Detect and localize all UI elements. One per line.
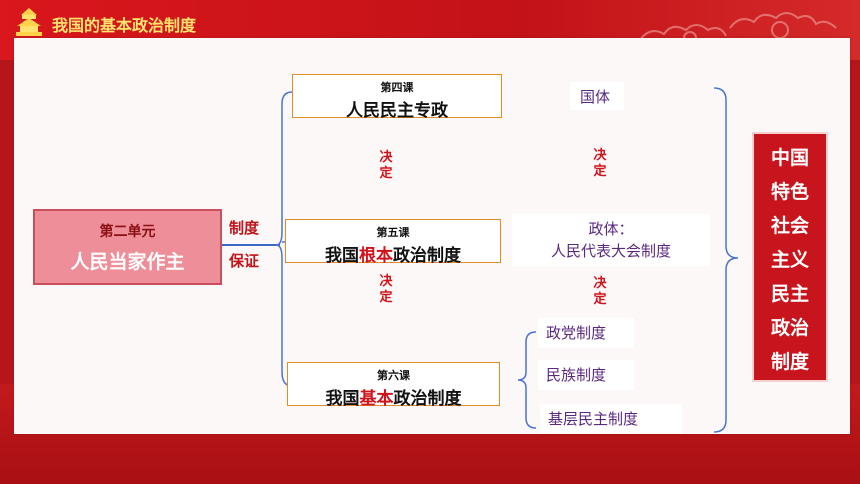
unit-title: 人民当家作主 xyxy=(70,251,185,273)
ethnic-system-label: 民族制度 xyxy=(538,360,634,390)
result-text-line: 中国 xyxy=(770,147,809,169)
lesson-title: 我国基本政治制度 xyxy=(325,389,462,409)
grassroots-system-label: 基层民主制度 xyxy=(540,404,682,434)
lesson-number: 第六课 xyxy=(377,369,410,382)
lesson-number: 第五课 xyxy=(376,226,410,239)
government-system-heading: 政体： xyxy=(588,220,634,238)
result-box: 中国 特色 社会 主义 民主 政治 制度 xyxy=(752,132,828,382)
lesson-four-box: 第四课 人民民主专政 xyxy=(292,74,502,121)
result-text-line: 政治 xyxy=(770,317,809,339)
result-text-line: 制度 xyxy=(770,351,809,373)
lesson-number: 第四课 xyxy=(380,81,414,94)
unit-number: 第二单元 xyxy=(99,224,156,240)
government-system-box: 政体： 人民代表大会制度 xyxy=(512,214,710,266)
state-system-label: 国体 xyxy=(570,82,624,110)
system-label: 制度 xyxy=(229,219,260,237)
unit-box: 第二单元 人民当家作主 xyxy=(33,209,222,285)
result-text-line: 主义 xyxy=(770,249,809,271)
lesson-six-box: 第六课 我国基本政治制度 xyxy=(287,362,500,409)
guarantee-label: 保证 xyxy=(229,252,260,270)
lesson-title: 人民民主专政 xyxy=(346,101,448,121)
result-text-line: 特色 xyxy=(770,181,809,203)
result-text-line: 民主 xyxy=(770,283,809,305)
government-system-name: 人民代表大会制度 xyxy=(550,242,671,260)
lesson-five-box: 第五课 我国根本政治制度 xyxy=(285,219,501,266)
decide-label: 决定 xyxy=(593,148,607,179)
decide-label: 决定 xyxy=(593,276,607,307)
decide-label: 决定 xyxy=(379,274,393,305)
result-text-line: 社会 xyxy=(770,215,809,237)
decide-label: 决定 xyxy=(379,150,393,181)
temple-icon xyxy=(16,8,42,36)
lesson-title: 我国根本政治制度 xyxy=(325,246,461,266)
page-title: 我国的基本政治制度 xyxy=(52,16,197,35)
party-system-label: 政党制度 xyxy=(538,318,634,348)
